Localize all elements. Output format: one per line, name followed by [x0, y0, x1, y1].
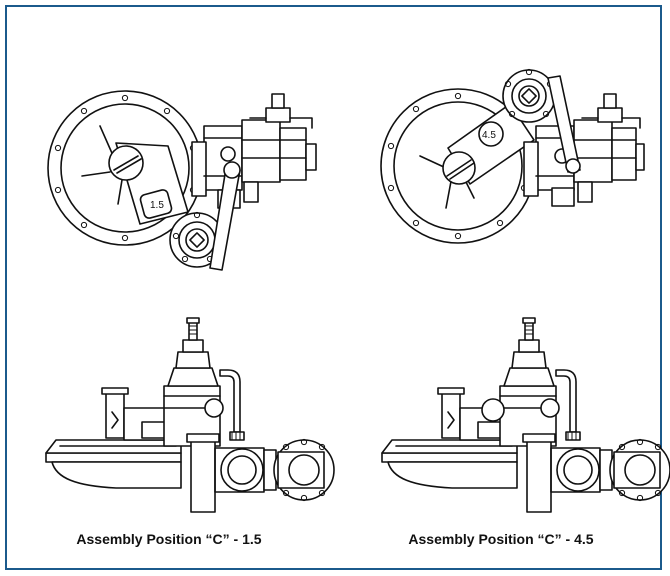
position-label-left: 1.5	[150, 200, 164, 211]
side-view-right	[382, 318, 670, 512]
caption-left: Assembly Position “C” - 1.5	[76, 531, 262, 547]
side-view-left	[46, 318, 334, 512]
caption-right: Assembly Position “C” - 4.5	[408, 531, 594, 547]
top-view-left: 1.5	[47, 90, 317, 271]
top-view-right: 4.5	[380, 68, 645, 244]
position-label-right: 4.5	[482, 130, 496, 141]
